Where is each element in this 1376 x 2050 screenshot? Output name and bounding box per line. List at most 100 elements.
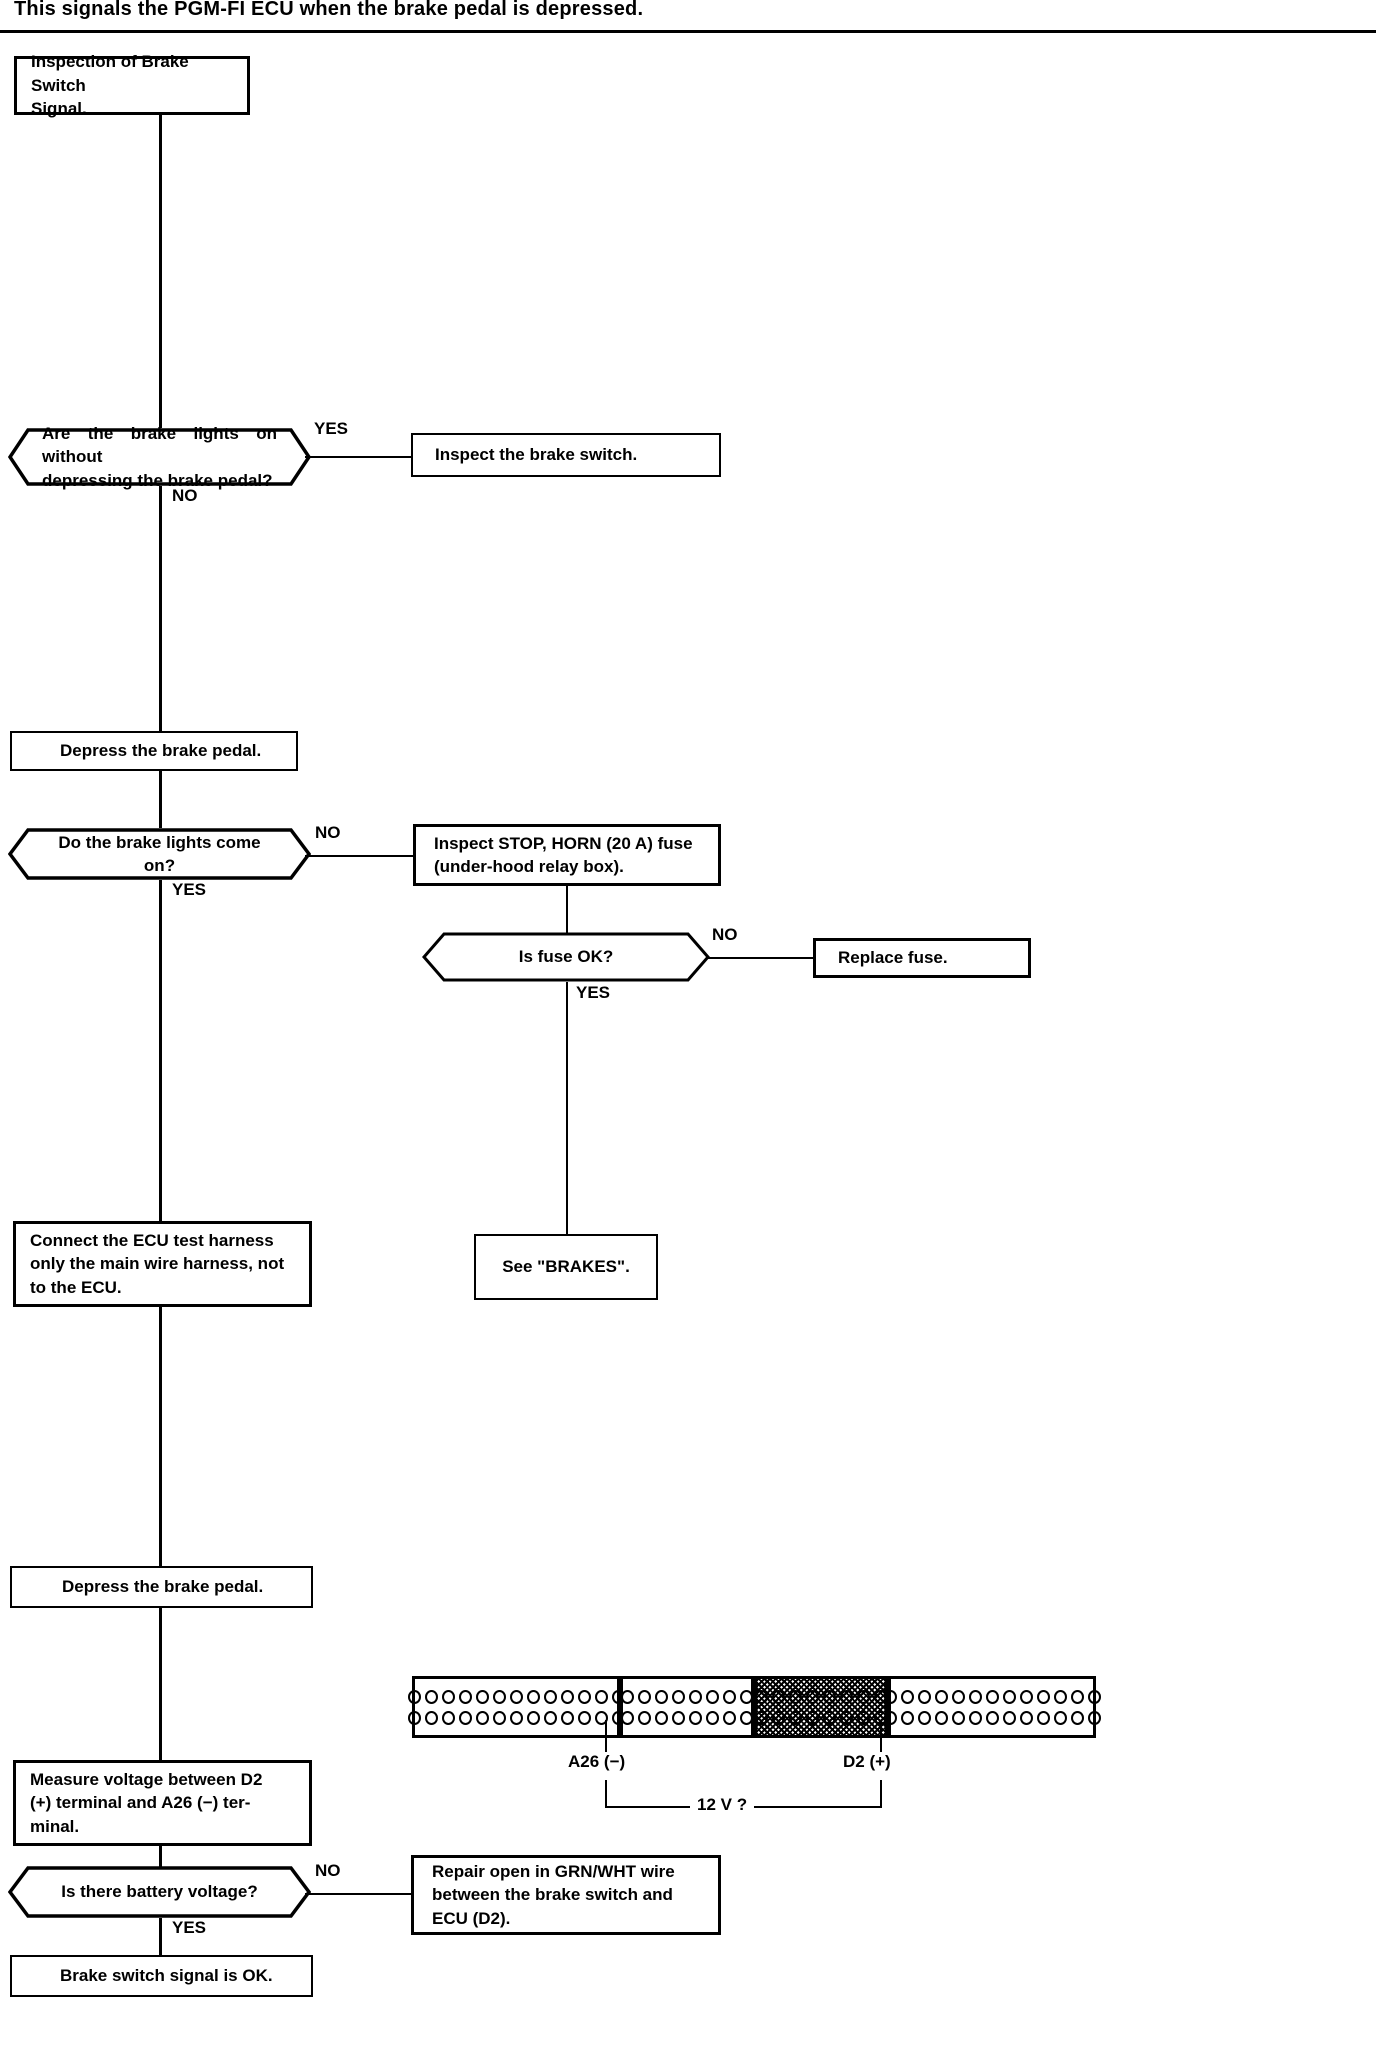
connector-q3-to-brakes xyxy=(566,982,568,1242)
pin xyxy=(526,1710,540,1725)
branch-label-no-1: NO xyxy=(172,486,198,505)
connector-block-c-row-top xyxy=(755,1689,887,1704)
node-repair-open: Repair open in GRN/WHT wire between the … xyxy=(411,1855,721,1935)
pin xyxy=(543,1689,557,1704)
branch-label-yes-3: YES xyxy=(576,983,611,1002)
pin xyxy=(441,1710,455,1725)
connector-block-b xyxy=(620,1676,754,1738)
pin xyxy=(475,1689,489,1704)
pin xyxy=(723,1689,736,1704)
pin xyxy=(689,1689,702,1704)
connector-label-d2: D2 (+) xyxy=(843,1752,891,1771)
pin xyxy=(458,1689,472,1704)
connector-q2-no xyxy=(305,855,415,857)
pin xyxy=(934,1710,948,1725)
node-inspect-fuse: Inspect STOP, HORN (20 A) fuse (under-ho… xyxy=(413,824,721,886)
pin xyxy=(772,1689,785,1704)
node-depress-pedal-2-label: Depress the brake pedal. xyxy=(62,1577,264,1597)
pin xyxy=(475,1710,489,1725)
pin xyxy=(672,1710,685,1725)
connector-depress1-to-q2 xyxy=(159,771,162,828)
connector-q4-to-signal-ok xyxy=(159,1918,162,1955)
pin xyxy=(407,1710,421,1725)
branch-label-no-3: NO xyxy=(712,925,738,944)
pin xyxy=(621,1689,634,1704)
connector-block-d-row-top xyxy=(883,1689,1101,1704)
pin xyxy=(823,1689,836,1704)
pin xyxy=(655,1689,668,1704)
branch-label-yes-4: YES xyxy=(172,1918,207,1937)
bracket-right-stem xyxy=(880,1780,882,1808)
branch-label-no-4: NO xyxy=(315,1861,341,1880)
connector-measure-to-q4 xyxy=(159,1846,162,1868)
pin xyxy=(1036,1689,1050,1704)
pin xyxy=(638,1689,651,1704)
pin xyxy=(985,1710,999,1725)
pin xyxy=(1036,1710,1050,1725)
branch-label-yes-2: YES xyxy=(172,880,207,899)
pin xyxy=(1019,1710,1033,1725)
pin xyxy=(509,1689,523,1704)
branch-label-yes-1: YES xyxy=(314,419,349,438)
node-measure-voltage-label: Measure voltage between D2 (+) terminal … xyxy=(30,1769,263,1836)
pin xyxy=(1002,1689,1016,1704)
node-q-lights-come-on-label: Do the brake lights come on? xyxy=(58,832,261,875)
node-q-fuse-ok: Is fuse OK? xyxy=(422,932,710,982)
pin xyxy=(407,1689,421,1704)
pin xyxy=(706,1689,719,1704)
pin xyxy=(755,1689,768,1704)
pin xyxy=(1070,1689,1084,1704)
leader-a26 xyxy=(605,1720,607,1752)
node-connect-harness-label: Connect the ECU test harness only the ma… xyxy=(30,1230,285,1297)
connector-q2-to-harness xyxy=(159,880,162,1221)
connector-label-a26: A26 (−) xyxy=(568,1752,626,1771)
pin xyxy=(789,1710,802,1725)
connector-block-a-row-top xyxy=(407,1689,625,1704)
pin xyxy=(857,1689,870,1704)
pin xyxy=(441,1689,455,1704)
pin xyxy=(806,1710,819,1725)
pin xyxy=(840,1689,853,1704)
connector-block-c-row-bottom xyxy=(755,1710,887,1725)
pin xyxy=(740,1710,753,1725)
pin xyxy=(951,1689,965,1704)
pin xyxy=(883,1689,897,1704)
measurement-label: 12 V ? xyxy=(690,1795,755,1815)
node-see-brakes-label: See "BRAKES". xyxy=(502,1257,630,1277)
node-replace-fuse-label: Replace fuse. xyxy=(838,948,948,968)
pin xyxy=(1087,1710,1101,1725)
header-divider xyxy=(0,30,1376,33)
header-note: This signals the PGM-FI ECU when the bra… xyxy=(14,0,644,20)
branch-label-no-2: NO xyxy=(315,823,341,842)
connector-fuse-to-q3 xyxy=(566,886,568,933)
node-inspect-fuse-label: Inspect STOP, HORN (20 A) fuse (under-ho… xyxy=(434,833,693,876)
pin xyxy=(1087,1689,1101,1704)
node-q-lights-come-on: Do the brake lights come on? xyxy=(8,828,311,880)
node-measure-voltage: Measure voltage between D2 (+) terminal … xyxy=(13,1760,312,1846)
pin xyxy=(458,1710,472,1725)
ecu-connector-diagram xyxy=(407,1676,1101,1738)
pin xyxy=(806,1689,819,1704)
pin xyxy=(577,1689,591,1704)
pin xyxy=(985,1689,999,1704)
node-inspect-brake-switch: Inspect the brake switch. xyxy=(411,433,721,477)
pin xyxy=(951,1710,965,1725)
node-connect-harness: Connect the ECU test harness only the ma… xyxy=(13,1221,312,1307)
node-inspect-brake-switch-label: Inspect the brake switch. xyxy=(435,445,638,465)
pin xyxy=(1053,1689,1067,1704)
node-q-battery-voltage-label: Is there battery voltage? xyxy=(61,1882,258,1902)
pin xyxy=(560,1689,574,1704)
pin xyxy=(492,1689,506,1704)
pin xyxy=(1002,1710,1016,1725)
node-q-lights-on-without-label: Are the brake lights on without depressi… xyxy=(42,423,277,490)
connector-block-d xyxy=(883,1676,1101,1738)
pin xyxy=(621,1710,634,1725)
node-replace-fuse: Replace fuse. xyxy=(813,938,1031,978)
connector-harness-to-depress2 xyxy=(159,1307,162,1566)
pin xyxy=(900,1689,914,1704)
pin xyxy=(789,1689,802,1704)
pin xyxy=(655,1710,668,1725)
pin xyxy=(917,1710,931,1725)
pin-d2 xyxy=(883,1710,897,1725)
pin xyxy=(755,1710,768,1725)
